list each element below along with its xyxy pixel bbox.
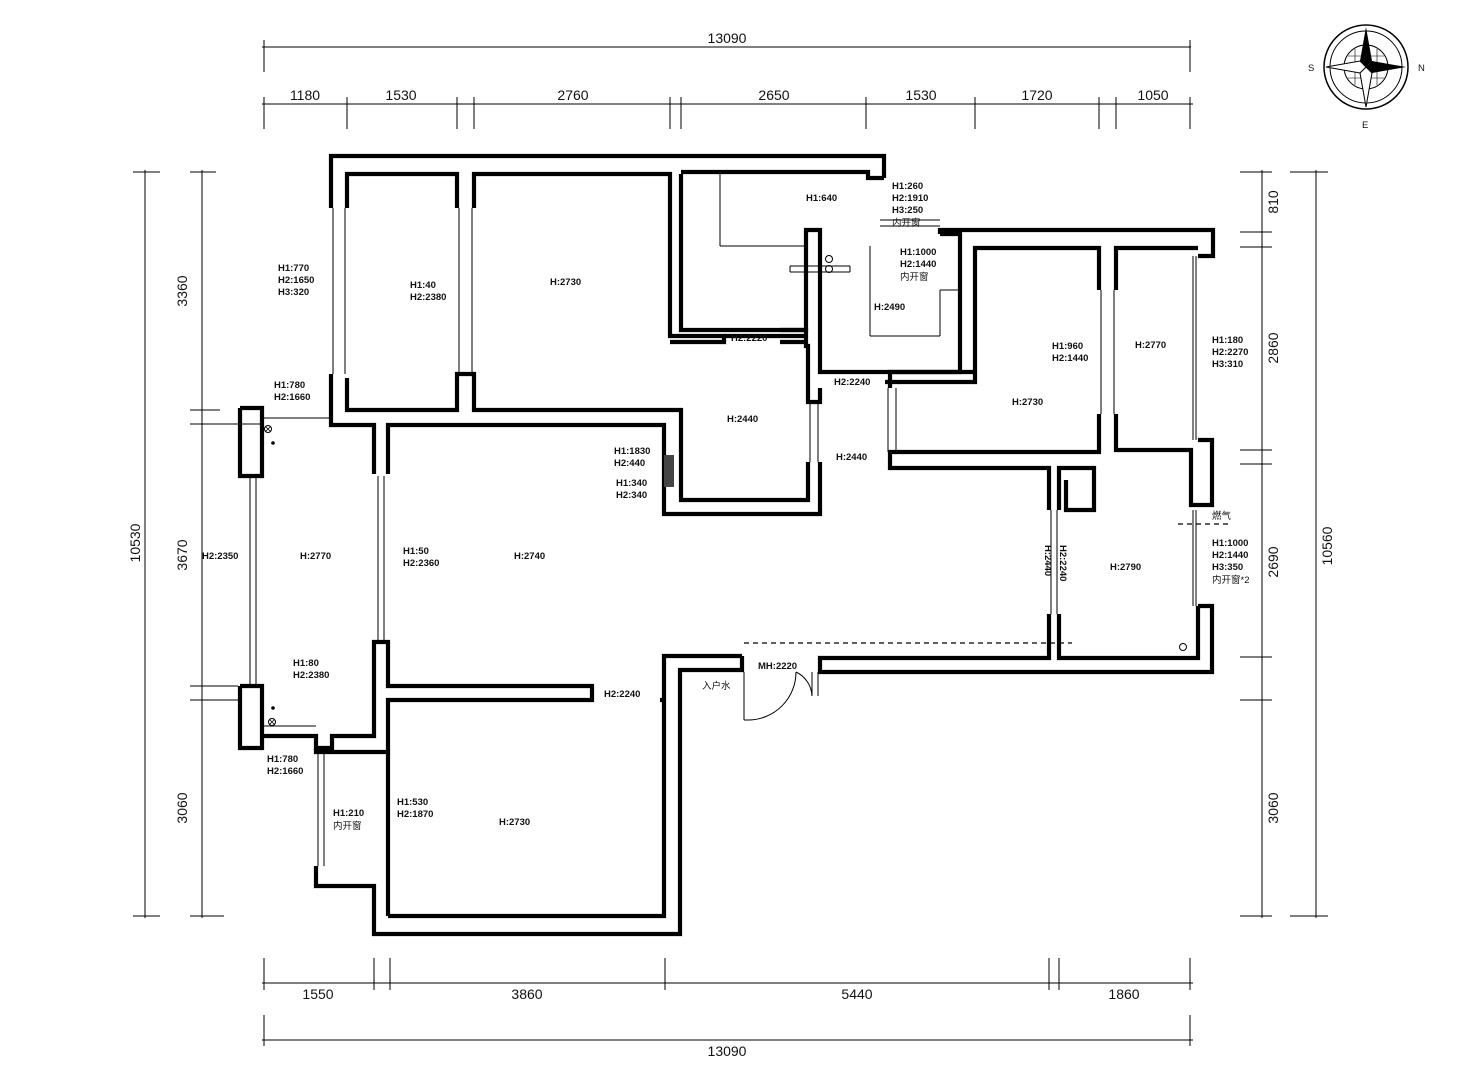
label-far-right-win-h3: H3:310 (1212, 359, 1243, 370)
interior-details (249, 174, 1230, 866)
label-bed-door-h2: H2:2240 (604, 689, 640, 700)
label-win-top-h3: H3:250 (892, 205, 923, 216)
dim-right-total: 10560 (1319, 526, 1335, 565)
label-win-top-h1: H1:260 (892, 181, 923, 192)
dim-top-seg-1: 1180 (290, 87, 320, 103)
label-right-room-h: H:2730 (1012, 397, 1043, 408)
label-bed3-win-note: 内开窗 (333, 820, 362, 832)
label-living-win2-h1: H1:340 (616, 478, 647, 489)
label-kitchen-door-h: H2:2240 (1057, 545, 1068, 581)
label-bath-h: H:2490 (874, 302, 905, 313)
label-bath-note: 内开窗 (900, 271, 929, 283)
label-kitchen-win-note: 内开窗*2 (1212, 574, 1249, 586)
label-left-win-h1: H1:770 (278, 263, 309, 274)
label-hall-h: H:2440 (727, 414, 758, 425)
dim-left-seg-3: 3060 (174, 792, 190, 823)
compass-left-label: S (1308, 63, 1314, 74)
dimension-left: 10530 3360 3670 3060 (127, 170, 262, 918)
compass-bottom-label: E (1362, 120, 1368, 131)
dim-bottom-seg-1: 1550 (302, 986, 333, 1002)
label-left-win-h2: H2:1650 (278, 275, 314, 286)
label-balcony-win-h2: H2:1660 (274, 392, 310, 403)
dim-top-seg-4: 2650 (758, 87, 789, 103)
dim-left-total: 10530 (127, 523, 143, 562)
walls (237, 153, 1216, 937)
label-bath-h1: H1:1000 (900, 247, 936, 258)
label-living-win-h2: H2:440 (614, 458, 645, 469)
label-win-top-h2: H2:1910 (892, 193, 928, 204)
label-bbalc-win-h2: H2:1660 (267, 766, 303, 777)
dim-top-seg-2: 1530 (385, 87, 416, 103)
label-right-room-h2: H2:1440 (1052, 353, 1088, 364)
label-kitchen-win-h2: H2:1440 (1212, 550, 1248, 561)
label-kitchen-door-h2: H:2440 (1042, 545, 1053, 576)
dimension-right: 810 2860 2690 3060 10560 (1240, 170, 1335, 918)
label-balcony-win-h1: H1:780 (274, 380, 305, 391)
dim-bottom-seg-2: 3860 (511, 986, 542, 1002)
dim-top-seg-7: 1050 (1137, 87, 1168, 103)
label-bed3-win-h1: H1:210 (333, 808, 364, 819)
dim-left-seg-2: 3670 (174, 539, 190, 570)
label-hall-h2: H:2440 (836, 452, 867, 463)
dim-right-seg-4: 3060 (1265, 792, 1281, 823)
dim-top-seg-3: 2760 (557, 87, 588, 103)
label-door-h2: H2:2240 (834, 377, 870, 388)
label-balc2-h2: H2:2380 (293, 670, 329, 681)
pipe-icon (264, 255, 1187, 726)
dim-right-seg-1: 810 (1265, 190, 1281, 214)
label-living-win-h1: H1:1830 (614, 446, 650, 457)
label-corr-h2: H2:2220 (731, 333, 767, 344)
dim-left-seg-1: 3360 (174, 275, 190, 306)
dim-top-total: 13090 (708, 30, 747, 46)
label-right-room-h1: H1:960 (1052, 341, 1083, 352)
label-entry-h: MH:2220 (758, 661, 797, 672)
dim-right-seg-3: 2690 (1265, 546, 1281, 577)
dim-bottom-seg-3: 5440 (841, 986, 872, 1002)
label-bath-h2: H2:1440 (900, 259, 936, 270)
label-room-top-h1: H1:640 (806, 193, 837, 204)
compass-right-label: N (1418, 63, 1425, 74)
label-bed1-h1: H1:40 (410, 280, 436, 291)
label-living-win2-h2: H2:340 (616, 490, 647, 501)
label-bed3-door-h1: H1:530 (397, 797, 428, 808)
label-far-right-win-h2: H2:2270 (1212, 347, 1248, 358)
dim-top-seg-6: 1720 (1021, 87, 1052, 103)
label-win-top-note: 内开窗 (892, 217, 921, 229)
label-balc2-h1: H1:80 (293, 658, 319, 669)
label-bed3-door-h2: H2:1870 (397, 809, 433, 820)
dim-right-seg-2: 2860 (1265, 332, 1281, 363)
label-far-right-h: H:2770 (1135, 340, 1166, 351)
label-balcony-h2: H2:2350 (202, 551, 238, 562)
dim-bottom-seg-4: 1860 (1108, 986, 1139, 1002)
room-labels: H1:40 H2:2380 H:2730 H1:640 H1:260 H2:19… (202, 181, 1249, 832)
label-living-h: H:2740 (514, 551, 545, 562)
label-balcony-door-h1: H1:50 (403, 546, 429, 557)
label-kitchen-win-h3: H3:350 (1212, 562, 1243, 573)
label-bed3-h: H:2730 (499, 817, 530, 828)
label-bbalc-win-h1: H1:780 (267, 754, 298, 765)
compass-icon: S N E (1308, 24, 1425, 131)
label-kitchen-win-h1: H1:1000 (1212, 538, 1248, 549)
label-room-mid-top: H:2730 (550, 277, 581, 288)
dim-top-seg-5: 1530 (905, 87, 936, 103)
dim-bottom-total: 13090 (708, 1043, 747, 1059)
label-kitchen-gas: 燃气 (1212, 510, 1232, 522)
label-balcony-door-h2: H2:2360 (403, 558, 439, 569)
dimension-bottom: 1550 3860 5440 1860 13090 (262, 958, 1193, 1059)
label-kitchen-h: H:2790 (1110, 562, 1141, 573)
dimension-top: 13090 1180 1530 2760 2650 1530 1720 1050 (262, 30, 1193, 129)
label-left-win-h3: H3:320 (278, 287, 309, 298)
label-balcony-h: H:2770 (300, 551, 331, 562)
label-far-right-win-h1: H1:180 (1212, 335, 1243, 346)
label-bed1-h2: H2:2380 (410, 292, 446, 303)
label-entry-water: 入户水 (702, 680, 731, 692)
